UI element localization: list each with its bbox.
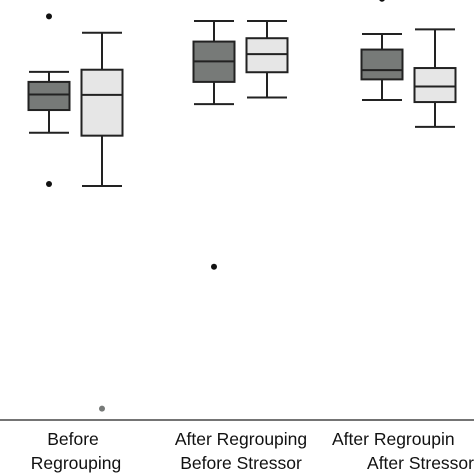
category-label-2-line-1: After Regrouping	[175, 429, 307, 449]
outlier-point-g3-s1-1	[379, 0, 385, 2]
category-label-2-line-2: Before Stressor	[180, 453, 302, 473]
category-label-1-line-2: Regrouping	[31, 453, 121, 473]
box-g3-s2	[413, 67, 457, 104]
category-label-3-line-2: After Stressor	[367, 453, 474, 473]
category-label-3-line-1: After Regroupin	[332, 429, 455, 449]
boxes-layer	[27, 0, 457, 412]
outlier-point-g2-s1-1	[211, 263, 217, 270]
category-label-1-line-1: Before	[47, 429, 99, 449]
box-g1-s1	[27, 80, 71, 112]
box-g3-s1	[360, 48, 404, 81]
outlier-point-g1-s1-2	[46, 180, 52, 187]
outlier-point-g1-s1-1	[46, 13, 52, 20]
labels-layer: Before Regrouping After Regrouping Befor…	[31, 429, 474, 473]
box-g2-s2	[245, 37, 289, 74]
box-g1-s2	[80, 68, 124, 137]
outlier-point-g1-s2-1	[99, 405, 105, 412]
